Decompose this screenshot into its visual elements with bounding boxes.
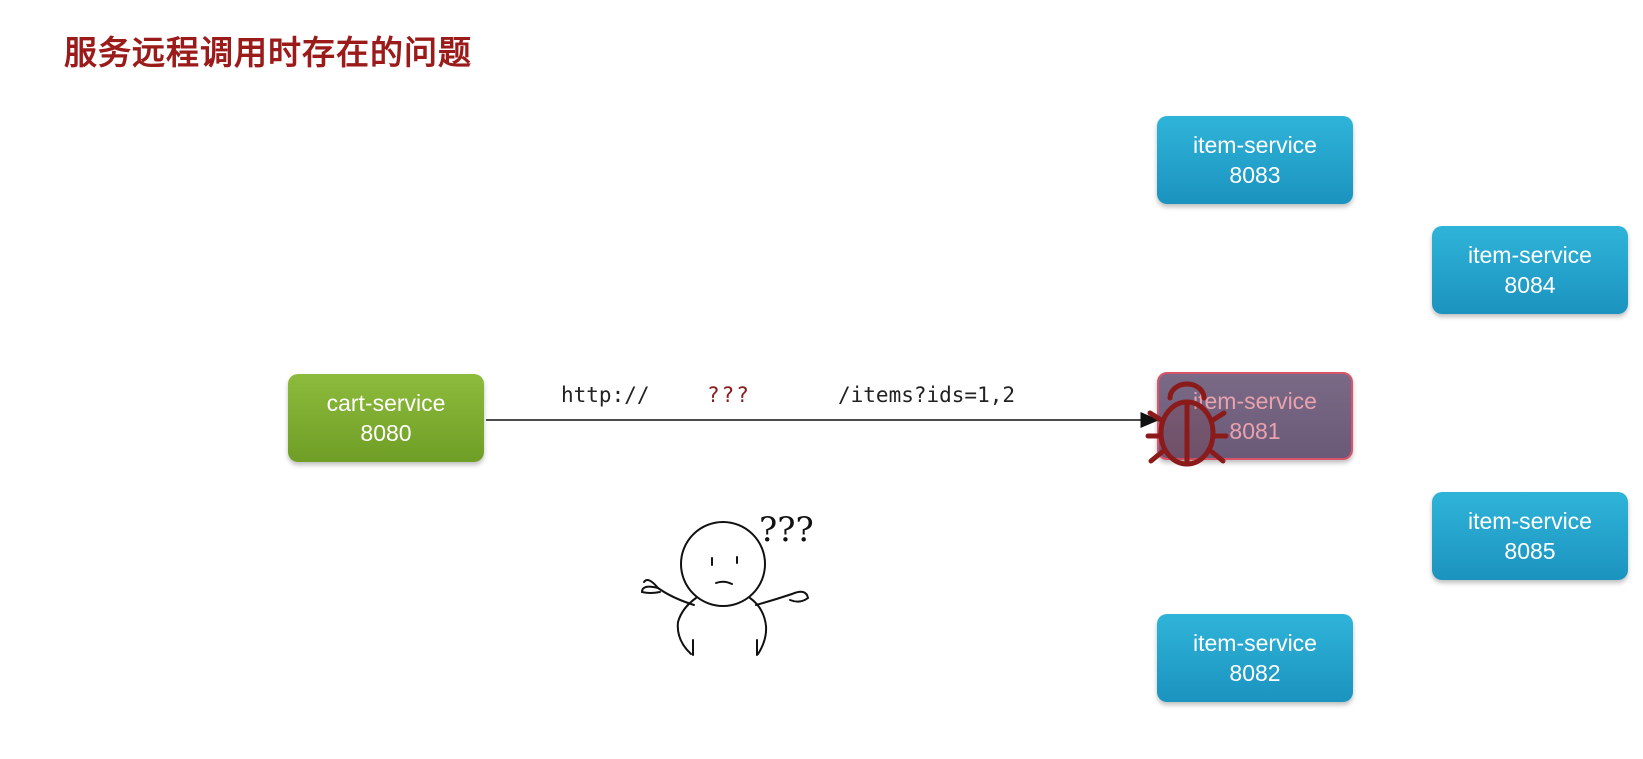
item-service-name: item-service [1193,132,1317,158]
cart-service-name: cart-service [326,390,446,416]
item-service-name: item-service [1468,508,1592,534]
item-service-node-8082: item-service 8082 [1157,614,1353,702]
bug-icon [1145,381,1229,467]
item-service-port: 8081 [1229,418,1281,444]
item-service-port: 8085 [1504,538,1556,564]
item-service-name: item-service [1193,388,1317,414]
confused-person-icon [640,521,810,656]
slide-title: 服务远程调用时存在的问题 [64,33,472,72]
item-service-port: 8084 [1504,272,1556,298]
item-service-name: item-service [1193,630,1317,656]
item-service-port: 8082 [1229,660,1281,686]
item-service-node-8083: item-service 8083 [1157,116,1353,204]
thinker-question-marks: ??? [759,510,814,550]
cart-service-node: cart-service 8080 [288,374,484,462]
item-service-name: item-service [1468,242,1592,268]
url-path: /items?ids=1,2 [838,383,1016,407]
item-service-node-8085: item-service 8085 [1432,492,1628,580]
url-host-unknown: ??? [707,383,751,407]
cart-service-port: 8080 [360,420,412,446]
url-scheme: http:// [561,383,650,407]
item-service-port: 8083 [1229,162,1281,188]
item-service-node-8084: item-service 8084 [1432,226,1628,314]
